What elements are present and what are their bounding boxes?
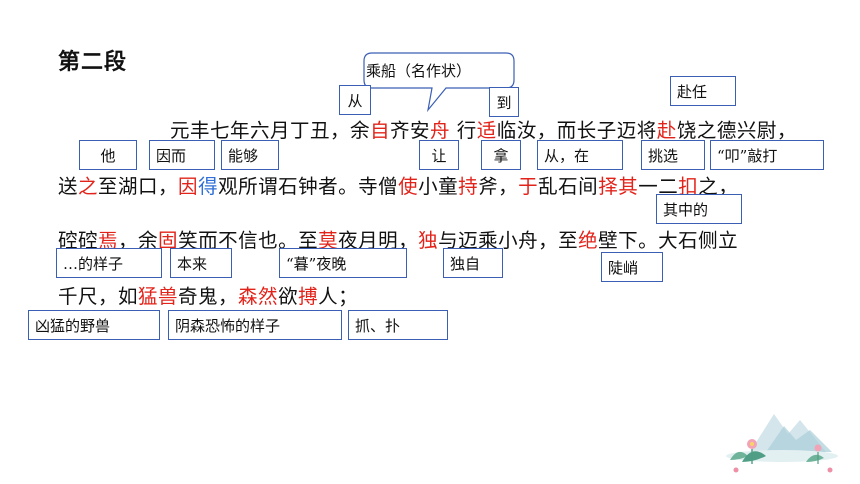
text-span: 临汝，而长子迈将 [496,119,657,142]
text-span: 与迈乘小舟，至 [438,229,579,252]
text-line-1: 元丰七年六月丁丑，余自齐安舟 行适临汝，而长子迈将赴饶之德兴尉， [130,114,797,143]
annotation-kouda: “叩”敲打 [710,140,824,170]
text-line-4: 千尺，如猛兽奇鬼，森然欲搏人； [58,280,358,309]
annotation-zhuapu: 抓、扑 [348,310,448,340]
annotation-tiaoxuan: 挑选 [641,140,705,170]
text-span: 一二 [638,175,679,198]
highlight-ze: 择 [598,175,619,198]
highlight-fu: 赴 [656,119,677,142]
annotation-benlai: 本来 [170,248,232,278]
text-span: 笑而不信也。至 [178,229,319,252]
highlight-de: 得 [198,175,219,198]
text-span: 小童 [418,175,459,198]
section-title: 第二段 [58,50,128,75]
annotation-deyangzi: …的样子 [56,248,162,278]
text-span: 至湖口， [98,175,179,198]
text-span: 硿硿 [58,229,99,252]
text-span: 送 [58,175,79,198]
highlight-jue: 绝 [578,229,599,252]
highlight-shi: 适 [476,119,497,142]
highlight-yin: 因 [178,175,199,198]
highlight-mengshou: 猛兽 [138,285,179,308]
highlight-senran: 森然 [238,285,279,308]
annotation-qizhongde: 其中的 [656,194,742,224]
text-line-2: 送之至湖口，因得观所谓石钟者。寺僧使小童持斧，于乱石间择其一二扣之， [58,170,738,199]
annotation-yinsen: 阴森恐怖的样子 [168,310,342,340]
highlight-shi2: 使 [398,175,419,198]
highlight-zhi: 之 [78,175,99,198]
callout-text: 乘船（名作状） [366,62,472,80]
annotation-na: 拿 [481,140,521,170]
text-span: 夜月明， [338,229,419,252]
text-span: 千尺，如 [58,285,139,308]
text-span: 元丰七年六月丁丑，余 [130,119,371,142]
text-span: 壁下。大石侧立 [598,229,739,252]
annotation-fuping: 赴任 [670,76,736,106]
highlight-gu: 固 [158,229,179,252]
annotation-duzi: 独自 [443,248,503,278]
text-line-3: 硿硿焉，余固笑而不信也。至莫夜月明，独与迈乘小舟，至绝壁下。大石侧立 [58,224,738,253]
text-span: 乱石间 [538,175,599,198]
annotation-doujun: 陡峭 [601,252,663,282]
text-span: ，余 [118,229,159,252]
annotation-dao: 到 [489,87,519,117]
annotation-yiner: 因而 [149,140,215,170]
text-span: 奇鬼， [178,285,239,308]
annotation-congzai: 从，在 [537,140,623,170]
text-span: 观所谓石钟者。寺僧 [218,175,399,198]
highlight-yan: 焉 [98,229,119,252]
highlight-bo: 搏 [298,285,319,308]
landscape-decoration-icon [726,414,838,473]
highlight-chi: 持 [458,175,479,198]
annotation-xiongmeng: 凶猛的野兽 [28,310,160,340]
text-span: 饶之德兴尉， [676,119,797,142]
text-span: 行 [450,119,477,142]
highlight-zi: 自 [370,119,391,142]
text-span: 斧， [478,175,519,198]
annotation-rang: 让 [419,140,459,170]
highlight-qi: 其 [618,175,639,198]
highlight-du: 独 [418,229,439,252]
highlight-kou: 扣 [678,175,699,198]
highlight-mu: 莫 [318,229,339,252]
text-span: 之， [698,175,739,198]
text-span: 人； [318,285,359,308]
annotation-nenggou: 能够 [221,140,279,170]
highlight-zhou: 舟 [430,119,451,142]
annotation-muye: “暮”夜晚 [279,248,407,278]
text-span: 欲 [278,285,299,308]
text-span: 齐安 [390,119,431,142]
highlight-yu: 于 [518,175,539,198]
annotation-cong: 从 [339,85,371,115]
annotation-ta: 他 [79,140,137,170]
